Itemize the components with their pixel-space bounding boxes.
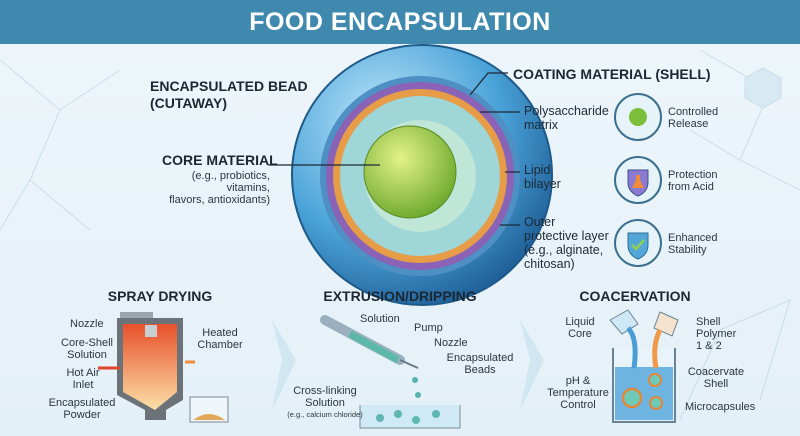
benefit-line: Enhanced	[668, 232, 718, 244]
label-microcapsules: Microcapsules	[685, 401, 756, 413]
label-solution: Solution	[360, 313, 400, 325]
encapsulated-bead-graphic	[291, 44, 553, 306]
coacervation-title: COACERVATION	[579, 288, 691, 304]
benefit-line: from Acid	[668, 181, 714, 193]
benefit-icons	[614, 93, 662, 267]
shell-title: COATING MATERIAL (SHELL)	[513, 66, 711, 82]
label-line: Core	[568, 328, 592, 340]
core-desc-line: (e.g., probiotics, vitamins,	[191, 170, 270, 194]
benefit-line: Controlled	[668, 106, 719, 118]
label-line: Shell	[696, 316, 721, 328]
bead-heading-line: (CUTAWAY)	[150, 95, 227, 111]
extrusion-title: EXTRUSION/DRIPPING	[323, 288, 477, 304]
coacervation-graphic	[609, 309, 679, 423]
layer-line: matrix	[524, 118, 559, 132]
spray-drying-title: SPRAY DRYING	[107, 288, 213, 304]
label-line: Powder	[63, 409, 101, 421]
layer-line: (e.g., alginate,	[524, 243, 604, 257]
bead-heading-line: ENCAPSULATED BEAD	[150, 78, 308, 94]
layer-line: Lipid	[524, 163, 551, 177]
label-line: Heated	[202, 327, 238, 339]
label-line: pH &	[565, 375, 591, 387]
label-line: Encapsulated	[446, 352, 514, 364]
label-line: Inlet	[72, 379, 94, 391]
layer-line: Outer	[524, 215, 556, 229]
core-description: (e.g., probiotics, vitamins,flavors, ant…	[148, 170, 270, 206]
title-bar: FOOD ENCAPSULATION	[0, 0, 800, 44]
benefit-line: Protection	[668, 169, 718, 181]
label-line: Encapsulated	[48, 397, 116, 409]
label-line: Temperature	[547, 387, 609, 399]
label-calcium-chloride: (e.g., calcium chloride)	[287, 410, 363, 419]
label-line: Chamber	[197, 339, 243, 351]
core-desc-line: flavors, antioxidants)	[169, 194, 270, 206]
label-pump: Pump	[414, 322, 443, 334]
label-nozzle: Nozzle	[70, 318, 104, 330]
label-line: Solution	[67, 349, 107, 361]
layer-line: bilayer	[524, 177, 561, 191]
core-title: CORE MATERIAL	[162, 152, 278, 168]
layer-line: chitosan)	[524, 257, 575, 271]
label-line: Control	[560, 399, 596, 411]
benefit-line: Release	[668, 118, 709, 130]
label-line: Hot Air	[66, 367, 100, 379]
label-line: Core-Shell	[61, 337, 113, 349]
network-decoration	[0, 49, 800, 421]
label-nozzle: Nozzle	[434, 337, 468, 349]
label-line: Polymer	[696, 328, 737, 340]
label-line: Beads	[464, 364, 496, 376]
label-line: Cross-linking	[293, 385, 357, 397]
label-line: 1 & 2	[696, 340, 722, 352]
label-line: Shell	[703, 378, 729, 390]
label-line: Solution	[305, 397, 345, 409]
layer-line: Polysaccharide	[524, 104, 609, 118]
label-line: Liquid	[565, 316, 595, 328]
benefit-line: Stability	[668, 244, 707, 256]
layer-line: protective layer	[524, 229, 609, 243]
leader-lines	[268, 72, 520, 226]
page-title: FOOD ENCAPSULATION	[249, 7, 551, 36]
label-line: Coacervate	[687, 366, 745, 378]
section-chevrons	[272, 320, 544, 410]
spray-dryer-graphic	[98, 312, 229, 423]
bead-heading: ENCAPSULATED BEAD(CUTAWAY)	[150, 78, 308, 112]
extrusion-graphic	[320, 315, 461, 429]
